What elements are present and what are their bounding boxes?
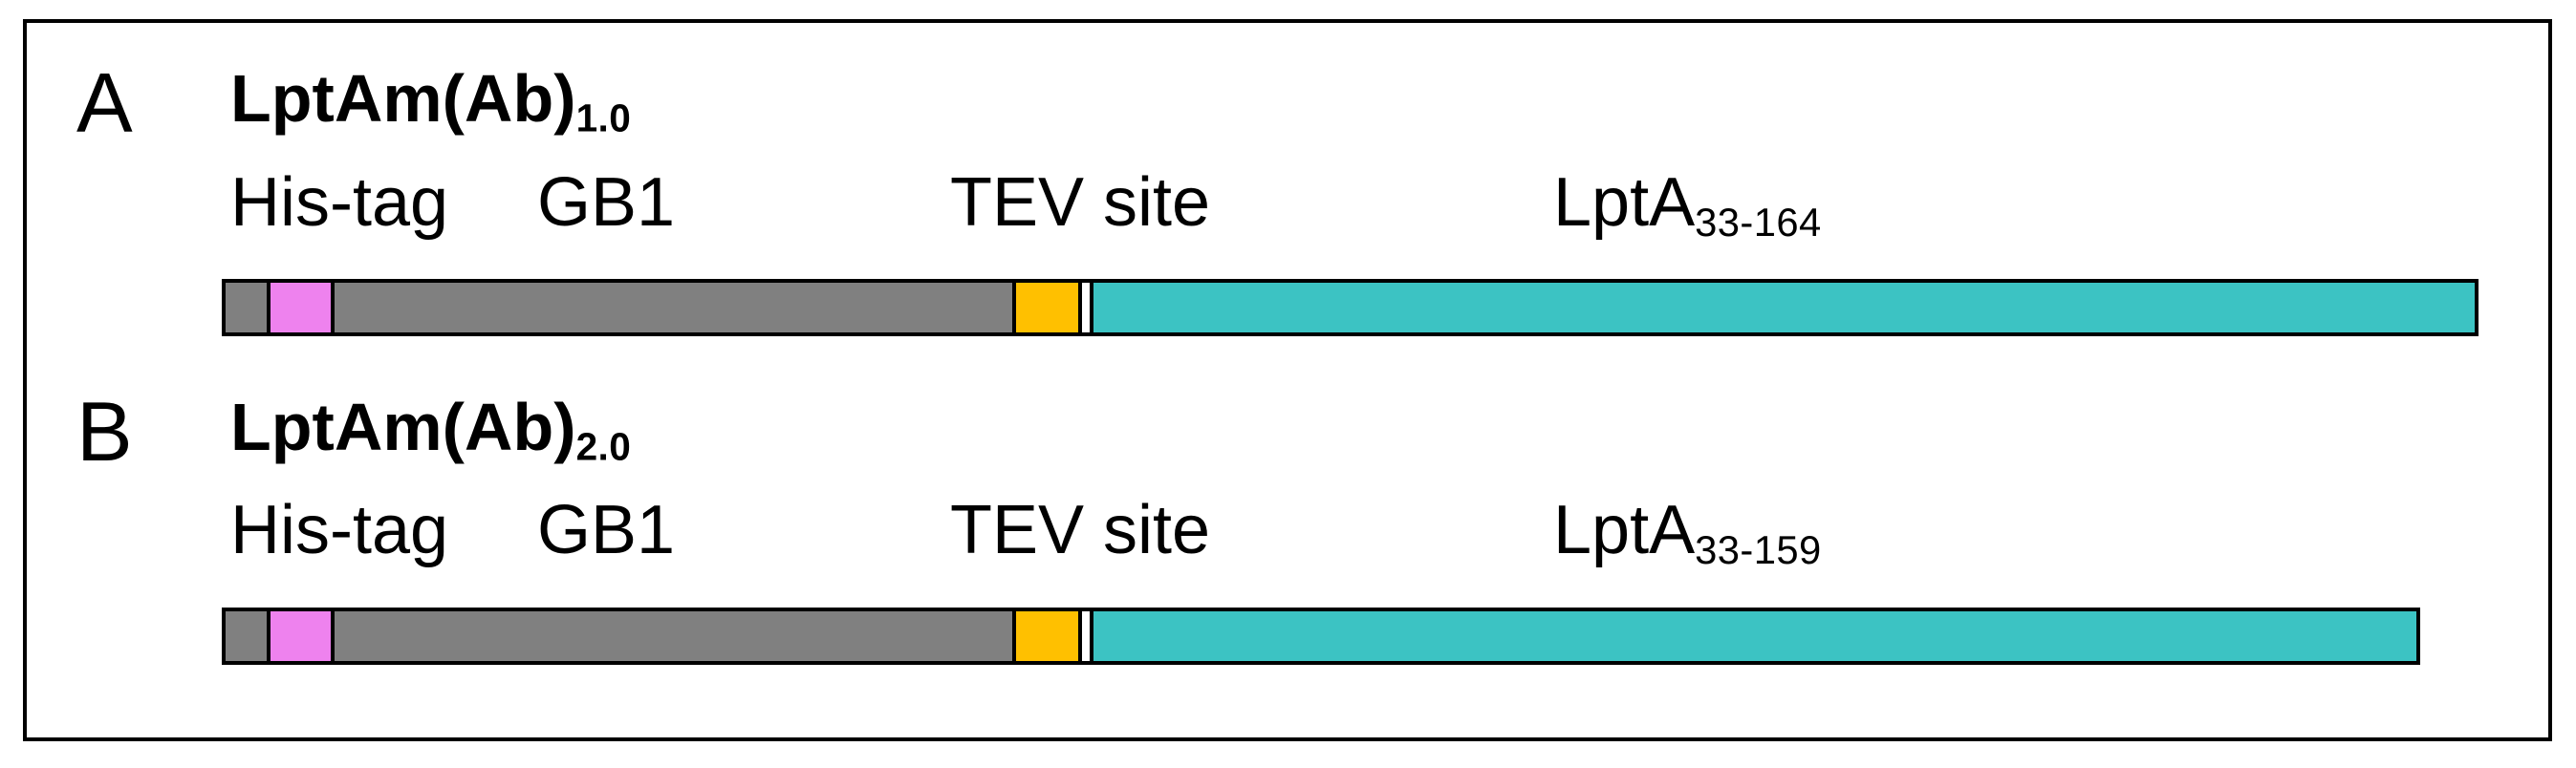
lpta-residue-range-subscript: 33-164 <box>1695 199 1822 245</box>
segment-his-tag <box>270 283 335 332</box>
construct-bar-a <box>222 279 2479 336</box>
lpta-label: LptA33-159 <box>1553 496 1822 570</box>
segment-leader-gray <box>226 611 271 661</box>
construct-bar-b <box>222 608 2420 665</box>
gb1-label: GB1 <box>537 492 676 568</box>
construct-name: LptAm(Ab) <box>230 390 576 464</box>
construct-title-b: LptAm(Ab)2.0 <box>230 394 631 466</box>
construct-title-a: LptAm(Ab)1.0 <box>230 65 631 138</box>
segment-lpta-domain <box>1093 611 2416 661</box>
segment-leader-gray <box>226 283 271 332</box>
lpta-label: LptA33-164 <box>1553 168 1822 243</box>
segment-his-tag <box>270 611 335 661</box>
segment-tev-site <box>1016 611 1082 661</box>
tev-site-label: TEV site <box>950 492 1211 568</box>
gb1-label: GB1 <box>537 164 676 241</box>
segment-spacer-white <box>1081 283 1093 332</box>
lpta-name: LptA <box>1553 164 1696 241</box>
segment-spacer-white <box>1081 611 1093 661</box>
tev-site-label: TEV site <box>950 164 1211 241</box>
lpta-name: LptA <box>1553 492 1696 568</box>
construct-version-subscript: 2.0 <box>575 424 632 469</box>
segment-lpta-domain <box>1093 283 2475 332</box>
construct-version-subscript: 1.0 <box>575 96 632 140</box>
segment-tev-site <box>1016 283 1082 332</box>
panel-letter-b: B <box>76 384 133 479</box>
his-tag-label: His-tag <box>230 492 449 568</box>
construct-name: LptAm(Ab) <box>230 61 576 136</box>
lpta-residue-range-subscript: 33-159 <box>1695 526 1822 572</box>
his-tag-label: His-tag <box>230 164 449 241</box>
segment-gb1-gray <box>334 283 1017 332</box>
segment-gb1-gray <box>334 611 1017 661</box>
panel-letter-a: A <box>76 55 133 150</box>
